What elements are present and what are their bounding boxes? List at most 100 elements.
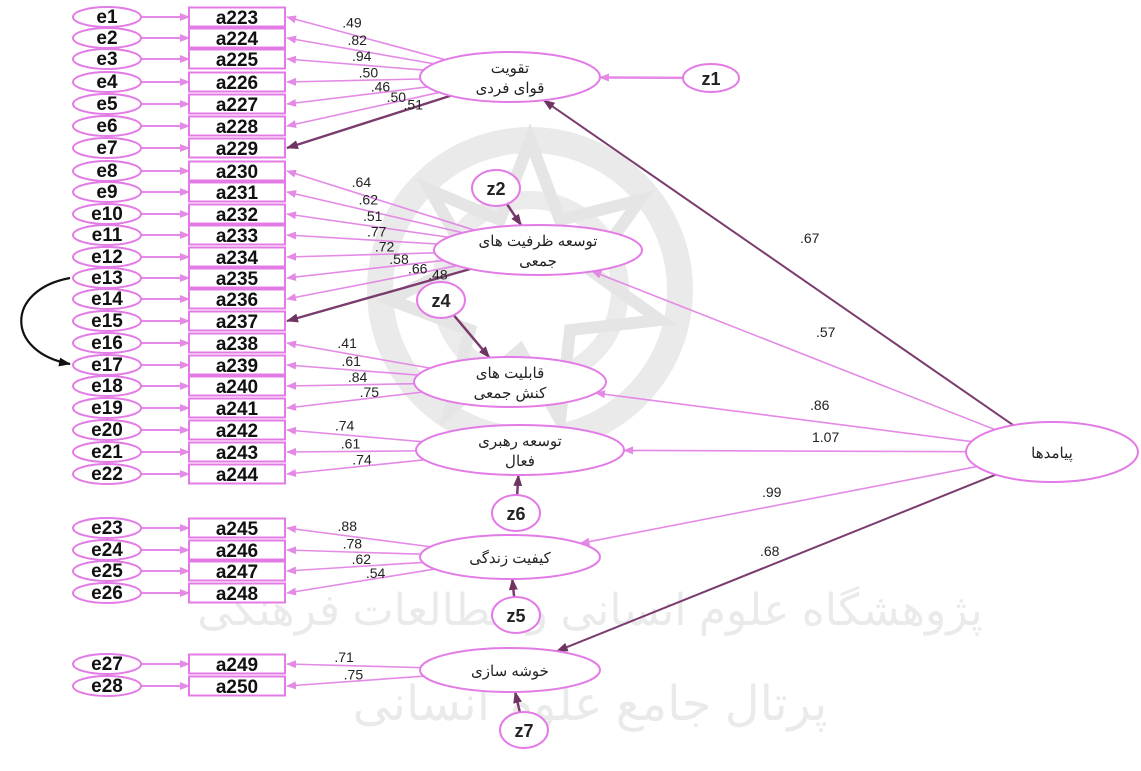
loading-label: .78 [343,536,363,552]
structural-path [622,446,967,455]
indicator-box [188,181,286,203]
latent-label-line1: توسعه رهبری [478,433,562,450]
loading-label: .51 [363,208,383,224]
loading-path [286,231,438,245]
error-term [72,582,142,604]
loading-path [286,426,423,443]
loading-path [286,546,421,556]
indicator-label: a237 [216,312,258,333]
error-term-label: e6 [96,116,117,137]
indicator-box [188,246,286,268]
error-term [72,517,142,539]
indicator-box [188,675,286,697]
latent-label-line1: کیفیت زندگی [469,549,551,567]
loading-label: .74 [352,452,372,468]
error-term [72,375,142,397]
error-term [72,93,142,115]
error-term-label: e23 [91,518,123,539]
latent-construct [415,424,625,476]
indicator-box [188,267,286,289]
indicator-label: a241 [216,399,259,420]
structural-path [579,465,977,546]
error-term-label: e19 [91,398,123,419]
error-term-label: e5 [96,94,118,115]
error-term [72,463,142,485]
disturbance-term [416,281,466,319]
loading-path [286,259,444,281]
indicator-box [188,653,286,675]
loading-path [286,264,458,302]
loading-label: .66 [408,260,428,276]
loading-path [286,361,418,376]
error-term [72,181,142,203]
loading-label: .48 [428,267,448,283]
indicator-box [188,203,286,225]
loading-path [286,211,449,239]
indicator-box [188,115,286,137]
indicator-label: a243 [216,443,258,464]
indicator-label: a234 [216,248,259,269]
error-term [72,332,142,354]
latent-label-line2: کنش جمعی [474,385,548,402]
loading-path [286,252,435,261]
indicator-box [188,6,286,28]
covariance-arc [20,276,71,367]
loading-path [286,91,440,128]
latent-construct [419,51,601,103]
loading-label: .75 [360,384,380,400]
disturbance-label: z7 [514,721,533,741]
error-term-label: e2 [96,28,117,49]
loading-path [286,94,451,150]
indicator-box [188,397,286,419]
indicator-box [188,354,286,376]
error-term-label: e17 [91,355,123,376]
error-term [72,397,142,419]
watermark-text-1: پژوهشگاه علوم انسانی و مطالعات فرهنگی [197,585,983,636]
loading-label: .72 [375,239,395,255]
indicator-box [188,560,286,582]
loading-path [286,458,425,478]
loading-path [286,660,421,669]
loading-label: .75 [344,666,364,682]
loading-path [286,15,446,61]
indicator-label: a230 [216,162,258,183]
indicator-box [188,332,286,354]
loading-label: .62 [359,191,379,207]
error-term-label: e14 [91,289,123,310]
loading-label: .88 [338,518,358,534]
indicator-box [188,517,286,539]
loading-path [286,55,424,71]
indicator-box [188,160,286,182]
disturbance-term [499,711,549,749]
error-term-label: e18 [91,376,123,397]
loading-label: .74 [335,418,355,434]
indicator-label: a225 [216,50,259,71]
loading-label: .94 [352,48,372,64]
error-term-label: e21 [91,442,123,463]
error-term-label: e26 [91,583,123,604]
error-term-label: e28 [91,676,123,697]
indicator-label: a239 [216,356,258,377]
loading-label: .50 [359,64,379,80]
indicator-label: a236 [216,290,258,311]
error-term [72,310,142,332]
error-term [72,71,142,93]
loading-path [286,561,423,575]
loading-path [286,568,435,596]
error-term [72,419,142,441]
indicator-box [188,310,286,332]
error-term [72,137,142,159]
error-term-label: e24 [91,540,123,561]
error-term-label: e4 [96,72,118,93]
path-coefficient-label: .68 [760,543,780,559]
disturbance-path [505,203,523,227]
loading-label: .46 [371,78,391,94]
disturbance-term [682,63,740,93]
loading-path [286,340,431,369]
path-coefficient-label: .86 [810,397,830,413]
loading-path [286,77,421,86]
error-term-label: e3 [96,49,117,70]
structural-path [595,390,972,443]
error-term [72,224,142,246]
latent-label-line1: تقویت [491,60,529,77]
